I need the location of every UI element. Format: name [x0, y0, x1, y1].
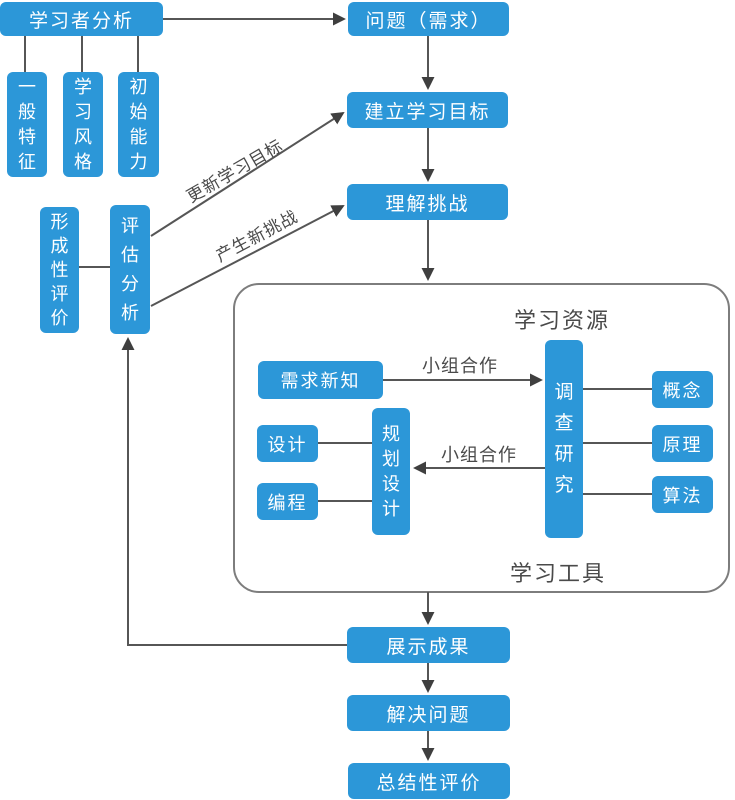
edge-label-group-work-left: 小组合作: [441, 445, 517, 465]
node-learner-analysis: 学习者分析: [0, 2, 163, 36]
node-algorithm: 算法: [652, 476, 713, 513]
node-summative-evaluation: 总结性评价: [348, 763, 510, 799]
label-learning-tools: 学习工具: [509, 561, 606, 586]
node-concept: 概念: [652, 371, 713, 408]
node-general-traits: 一 般 特 征: [7, 72, 47, 177]
edge-label-update-goals: 更新学习目标: [183, 136, 287, 207]
node-problem: 问题（需求）: [348, 2, 509, 36]
label-learning-resources: 学习资源: [513, 308, 610, 333]
node-learning-style: 学 习 风 格: [63, 72, 103, 177]
node-solve-problem: 解决问题: [347, 695, 510, 731]
node-design: 设计: [257, 425, 318, 462]
node-principle: 原理: [652, 425, 713, 462]
node-understand-challenge: 理解挑战: [347, 184, 508, 220]
node-planning-design: 规 划 设 计: [372, 408, 410, 535]
node-assessment-analysis: 评 估 分 析: [110, 205, 150, 334]
node-show-results: 展示成果: [347, 627, 510, 663]
node-establish-goals: 建立学习目标: [347, 92, 508, 128]
node-initial-ability: 初 始 能 力: [118, 72, 159, 177]
node-need-new-knowledge: 需求新知: [258, 361, 383, 399]
node-programming: 编程: [257, 483, 318, 520]
edge-label-group-work-right: 小组合作: [422, 356, 498, 376]
node-investigation: 调 查 研 究: [545, 340, 583, 538]
node-formative-evaluation: 形 成 性 评 价: [40, 207, 79, 333]
edge-label-new-challenge: 产生新挑战: [212, 206, 302, 266]
